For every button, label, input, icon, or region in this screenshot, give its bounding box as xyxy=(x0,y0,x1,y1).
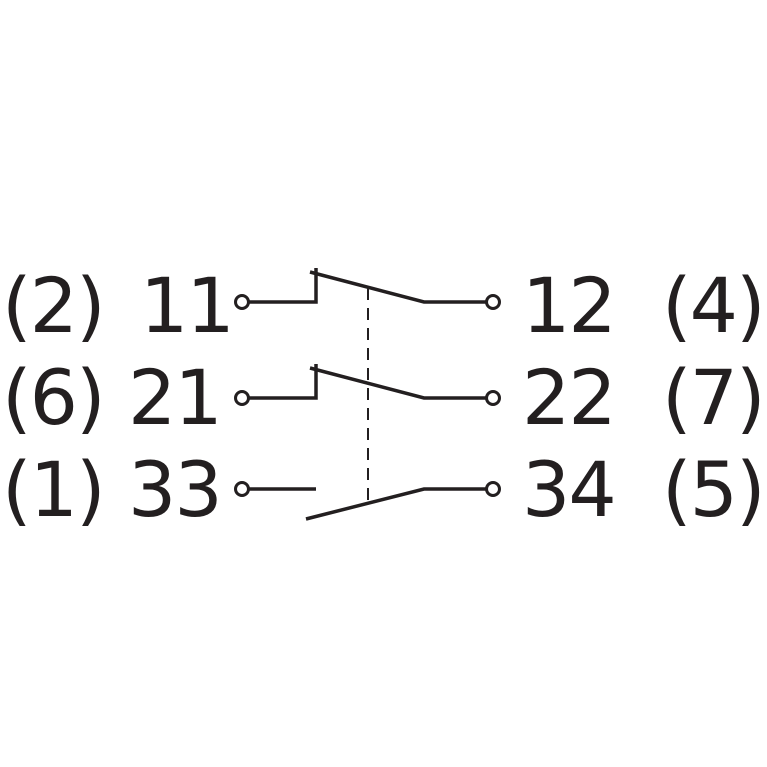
contact-2-right-alt-label: (7) xyxy=(662,353,764,442)
contact-1-nc-symbol xyxy=(234,268,501,310)
contact-2-left-terminal xyxy=(234,390,250,406)
contact-1-left-lead xyxy=(249,268,318,304)
contact-3-no-symbol xyxy=(234,481,501,521)
contact-1-right-alt-label: (4) xyxy=(662,261,764,350)
contact-3-right-terminal xyxy=(485,481,501,497)
contact-2-left-terminal-number: 21 xyxy=(128,353,221,442)
contact-3-left-terminal xyxy=(234,481,250,497)
contact-1-left-terminal-number: 11 xyxy=(140,261,233,350)
contact-1-blade xyxy=(309,270,486,304)
contact-1-left-alt-label: (2) xyxy=(2,261,104,350)
contact-2-right-terminal xyxy=(485,390,501,406)
contact-1-left-terminal xyxy=(234,294,250,310)
contact-3-left-terminal-number: 33 xyxy=(128,445,221,534)
contact-2-blade xyxy=(309,366,486,400)
contact-2-left-alt-label: (6) xyxy=(2,353,104,442)
contact-2-nc-symbol xyxy=(234,364,501,406)
contact-2-left-lead xyxy=(249,364,318,400)
contact-3-right-terminal-number: 34 xyxy=(522,445,615,534)
contact-3-right-alt-label: (5) xyxy=(662,445,764,534)
contact-2-right-terminal-number: 22 xyxy=(522,353,615,442)
contact-1-right-terminal-number: 12 xyxy=(522,261,615,350)
contact-1-right-terminal xyxy=(485,294,501,310)
contact-3-left-alt-label: (1) xyxy=(2,445,104,534)
contact-3-blade xyxy=(305,487,486,521)
